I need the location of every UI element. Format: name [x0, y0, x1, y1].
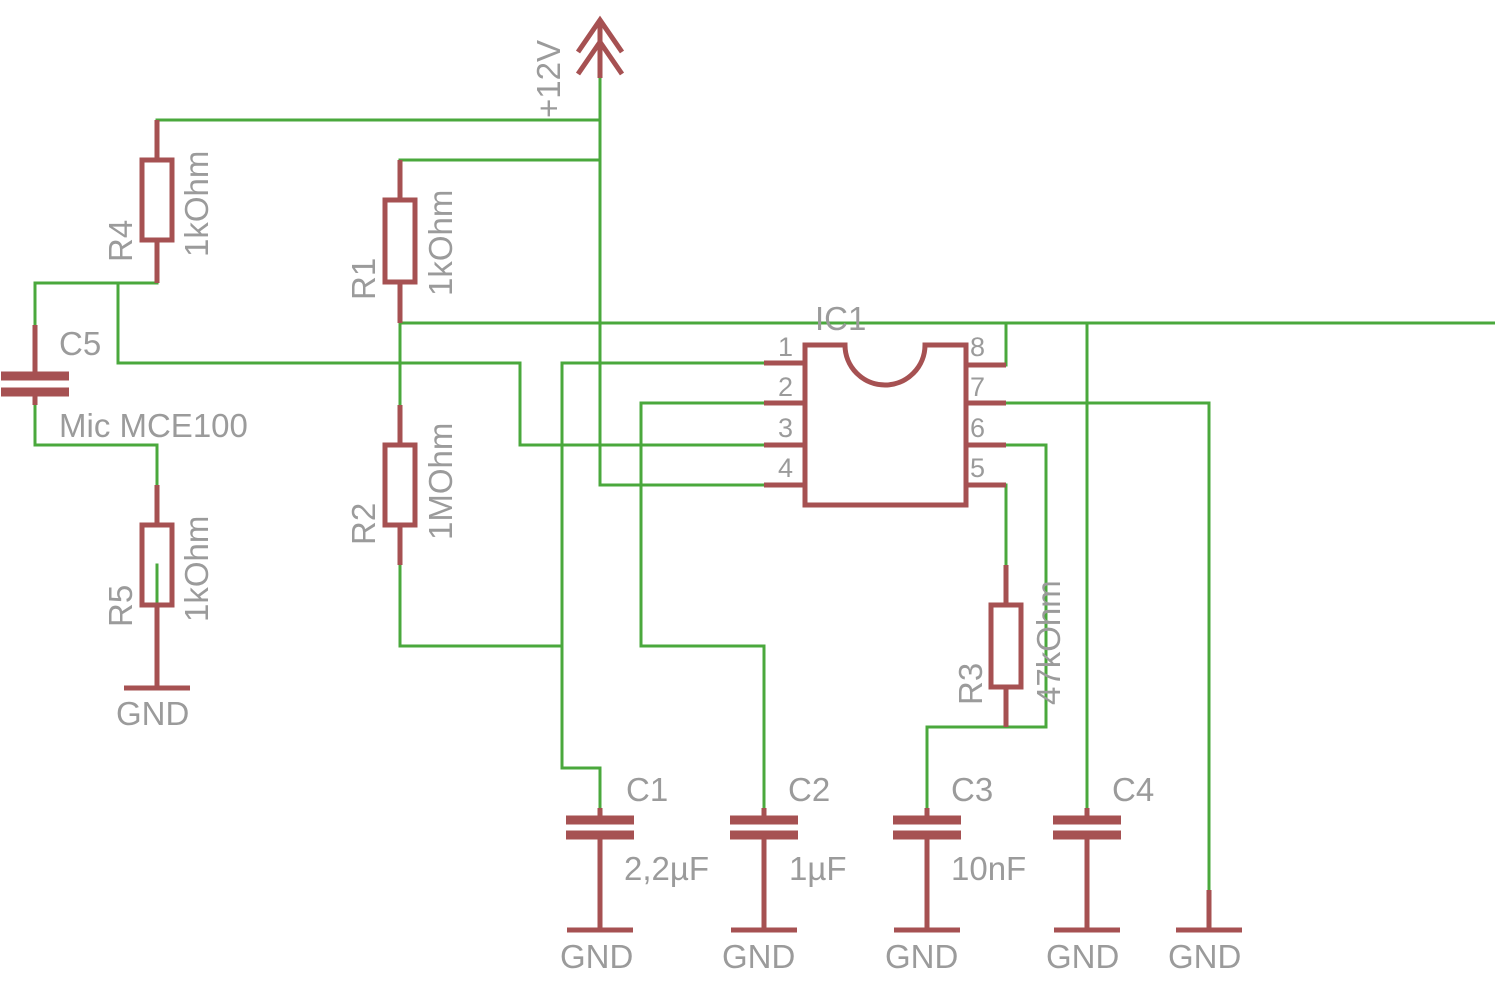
c3-name: C3: [951, 771, 993, 808]
c4-name: C4: [1112, 771, 1154, 808]
resistor-r4: R4 1kOhm: [102, 120, 215, 283]
ic1-pin5-label: 5: [970, 453, 985, 483]
ic1-body: [802, 342, 969, 508]
gnd-pin7-label: GND: [1168, 938, 1241, 975]
r4-value: 1kOhm: [178, 151, 215, 257]
r3-body: [988, 602, 1024, 690]
c1-value: 2,2µF: [624, 850, 709, 887]
c1-name: C1: [626, 771, 668, 808]
gnd-c4-label: GND: [1046, 938, 1119, 975]
wire-pin1-c1: [560, 361, 766, 810]
c2-value: 1µF: [789, 850, 847, 887]
ic1-pin3-label: 3: [778, 413, 793, 443]
resistor-r2: R2 1MOhm: [345, 405, 459, 565]
ic1-name: IC1: [815, 300, 866, 337]
r1-name: R1: [345, 258, 382, 300]
supply-symbol: +12V: [530, 15, 625, 118]
wire-r2-c1: [398, 563, 564, 648]
capacitor-c2: C2 1µF: [730, 771, 847, 887]
c5-name: C5: [59, 325, 101, 362]
capacitor-c3: C3 10nF: [893, 771, 1026, 887]
resistor-r5: R5 1kOhm: [102, 485, 215, 645]
wire-vcc-r4: [155, 118, 602, 162]
wire-pin5-r3: [964, 483, 1008, 567]
r1-value: 1kOhm: [422, 190, 459, 296]
ic1-pin2-label: 2: [778, 372, 793, 402]
r4-name: R4: [102, 220, 139, 262]
r3-name: R3: [952, 663, 989, 705]
c5-value: Mic MCE100: [59, 407, 248, 444]
wire-pin2-c2: [639, 401, 766, 810]
r3-value: 47kOhm: [1030, 580, 1067, 705]
ic1-pin1-label: 1: [778, 332, 793, 362]
r2-name: R2: [345, 503, 382, 545]
capacitor-c1: C1 2,2µF: [566, 771, 709, 887]
r5-value: 1kOhm: [178, 516, 215, 622]
capacitor-c4: C4: [1053, 771, 1154, 845]
ic1-pin7-label: 7: [970, 372, 985, 402]
resistor-r3: R3 47kOhm: [952, 565, 1067, 727]
ic1-pin6-label: 6: [970, 413, 985, 443]
ic1: IC1 1 2 3 4 5 6 7 8: [764, 300, 1006, 508]
r2-body: [382, 442, 418, 528]
wires: [33, 76, 1495, 932]
ic1-pin4-label: 4: [778, 453, 793, 483]
r1-body: [382, 197, 418, 285]
wire-pin6-r3: [925, 443, 1048, 810]
r2-value: 1MOhm: [422, 423, 459, 540]
ic1-pin8-label: 8: [970, 332, 985, 362]
c2-name: C2: [788, 771, 830, 808]
gnd-c3-label: GND: [885, 938, 958, 975]
capacitor-c5: C5 Mic MCE100: [1, 325, 248, 444]
ground-symbols: GND GND GND GND GND GND: [116, 645, 1242, 975]
gnd-r5-label: GND: [116, 695, 189, 732]
gnd-c2-label: GND: [722, 938, 795, 975]
wire-c5-pin3: [116, 281, 766, 447]
c3-value: 10nF: [951, 850, 1026, 887]
resistor-r1: R1 1kOhm: [345, 160, 459, 323]
gnd-c1-label: GND: [560, 938, 633, 975]
supply-label: +12V: [530, 40, 567, 118]
wire-pin7-gnd: [964, 401, 1211, 932]
r5-name: R5: [102, 585, 139, 627]
r4-body: [139, 157, 175, 243]
wire-vcc-main: [598, 76, 766, 487]
wire-c5-r5: [33, 403, 159, 487]
